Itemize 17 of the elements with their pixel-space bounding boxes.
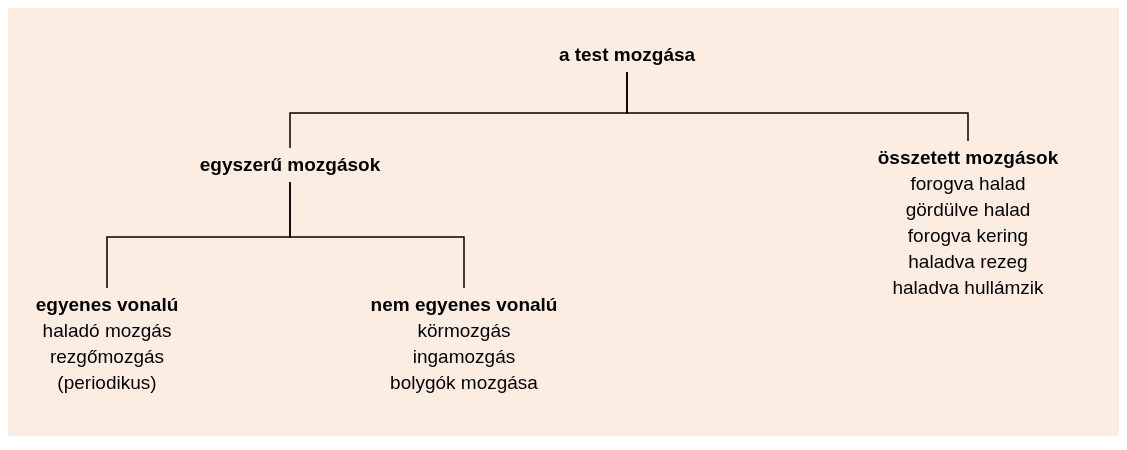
motion-type-text: gördülve halad (904, 198, 1032, 222)
motion-type-text: körmozgás (416, 319, 512, 343)
motion-type-text: forogva halad (909, 172, 1027, 196)
category-heading: egyszerű mozgások (199, 153, 381, 177)
motion-type-text: haladó mozgás (41, 319, 173, 343)
connector-line (289, 181, 465, 289)
category-heading: nem egyenes vonalú (370, 293, 558, 317)
category-heading: egyenes vonalú (35, 293, 179, 317)
category-heading: a test mozgása (558, 43, 696, 67)
motion-type-text: forogva kering (906, 224, 1030, 248)
motion-type-text: haladva rezeg (907, 250, 1029, 274)
connector-line (626, 71, 969, 142)
motion-type-text: ingamozgás (411, 345, 517, 369)
motion-type-text: rezgőmozgás (periodikus) (48, 345, 166, 395)
motion-type-text: bolygók mozgása (389, 371, 539, 395)
category-heading: összetett mozgások (877, 146, 1059, 170)
motion-type-text: haladva hullámzik (891, 276, 1045, 300)
